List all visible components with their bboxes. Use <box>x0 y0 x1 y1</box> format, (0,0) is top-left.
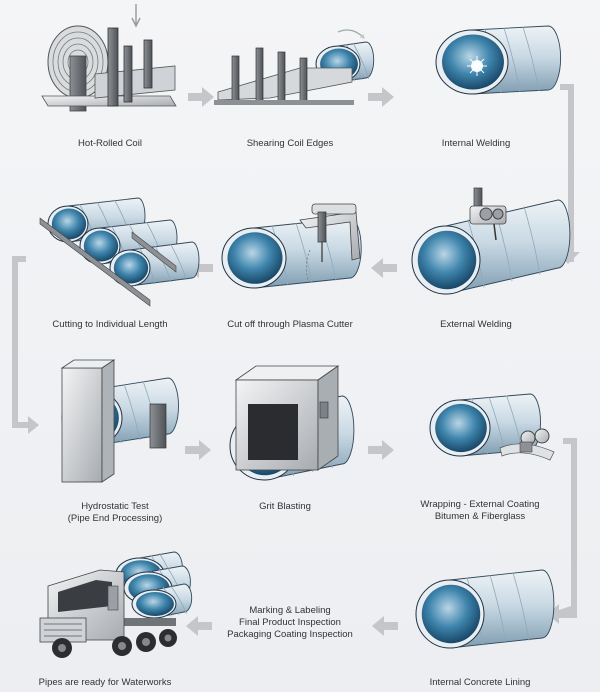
label-line: Packaging Coating Inspection <box>227 629 353 640</box>
arrow-left-5 <box>186 616 212 636</box>
truck-illustration <box>39 569 177 658</box>
pipe-concrete-lining <box>415 569 555 649</box>
plasma-cutter <box>299 203 361 281</box>
pipe-internal-welding-seam <box>522 26 540 92</box>
arrow-left-4 <box>372 616 398 636</box>
pipe-hydrostatic-seam <box>123 383 141 441</box>
label-grit-blasting: Grit Blasting <box>235 501 335 513</box>
label-line: Hot-Rolled Coil <box>78 138 142 149</box>
label-line: Hydrostatic Test <box>81 501 149 512</box>
arrow-right-2 <box>368 87 394 107</box>
label-cutting-to-length: Cutting to Individual Length <box>40 319 180 331</box>
label-line: Cut off through Plasma Cutter <box>227 319 353 330</box>
label-ready-for-waterworks: Pipes are ready for Waterworks <box>30 677 180 689</box>
label-line: Shearing Coil Edges <box>246 138 334 149</box>
hydrostatic-press <box>60 359 167 483</box>
label-line: External Welding <box>440 319 512 330</box>
label-line: Grit Blasting <box>259 501 311 512</box>
pipe-cut-3-seam <box>154 245 172 283</box>
external-welding-head <box>469 187 507 241</box>
label-external-welding: External Welding <box>426 319 526 331</box>
pipe-cut-3-seam <box>170 243 187 281</box>
pipe-shearing-seam <box>352 42 370 80</box>
pipe-truck-3-bore <box>136 591 174 617</box>
pipe-internal-welding <box>435 25 562 95</box>
pipe-plasma-cutter <box>221 217 362 289</box>
connector-left-1 <box>12 256 26 428</box>
cutting-rack <box>39 217 177 307</box>
pipe-internal-welding-seam <box>503 27 521 93</box>
pipe-external-welding-bore <box>417 230 477 290</box>
label-wrapping: Wrapping - External Coating Bitumen & Fi… <box>410 499 550 523</box>
label-line: Internal Concrete Lining <box>429 677 531 688</box>
pipe-truck-3-seam <box>170 585 187 614</box>
pipe-truck-3 <box>131 583 193 619</box>
pipe-cut-3-bore <box>113 252 149 284</box>
label-line: Marking & Labeling <box>249 605 331 616</box>
label-hydrostatic-test: Hydrostatic Test (Pipe End Processing) <box>55 501 175 525</box>
label-internal-concrete-lining: Internal Concrete Lining <box>420 677 540 689</box>
wrapping-rollers <box>499 428 555 461</box>
arrow-left-3 <box>547 604 577 624</box>
pipe-concrete-lining-bore <box>421 584 481 644</box>
label-internal-welding: Internal Welding <box>426 138 526 150</box>
arrow-left-1 <box>371 258 397 278</box>
pipe-concrete-lining-seam <box>512 572 530 641</box>
pipe-cut-1-bore <box>51 208 87 240</box>
label-shearing-coil-edges: Shearing Coil Edges <box>230 138 350 150</box>
grit-blasting-cabinet <box>234 365 340 471</box>
arrow-right-4 <box>185 440 211 460</box>
pipe-concrete-lining-seam <box>489 574 507 644</box>
arrow-right-3 <box>12 416 39 434</box>
label-marking-inspection: Marking & Labeling Final Product Inspect… <box>215 605 365 641</box>
internal-welding-spark <box>467 56 487 76</box>
pipe-wrapping <box>429 393 541 457</box>
pipe-plasma-cutter-seam <box>295 222 313 284</box>
label-line: Wrapping - External Coating <box>420 499 540 510</box>
shearing-illustration <box>214 29 366 105</box>
pipe-cut-2-bore <box>83 230 119 262</box>
arrow-right-1 <box>188 87 214 107</box>
pipe-cut-3 <box>109 241 200 287</box>
label-line: Cutting to Individual Length <box>52 319 168 330</box>
arrow-right-5 <box>368 440 394 460</box>
hot-rolled-coil-illustration <box>41 4 177 112</box>
label-line: Final Product Inspection <box>239 617 341 628</box>
label-line: Internal Welding <box>441 138 511 149</box>
pipe-wrapping-bore <box>435 403 487 453</box>
label-plasma-cutter: Cut off through Plasma Cutter <box>220 319 360 331</box>
connector-right-2 <box>563 438 577 616</box>
pipe-plasma-cutter-bore <box>227 232 283 284</box>
label-hot-rolled-coil: Hot-Rolled Coil <box>60 138 160 150</box>
pipes-layer <box>47 25 571 649</box>
label-line: (Pipe End Processing) <box>67 513 163 524</box>
label-line: Pipes are ready for Waterworks <box>38 677 172 688</box>
pipe-external-welding-seam <box>523 206 541 275</box>
connector-right-1 <box>560 84 574 262</box>
label-line: Bitumen & Fiberglass <box>434 511 526 522</box>
